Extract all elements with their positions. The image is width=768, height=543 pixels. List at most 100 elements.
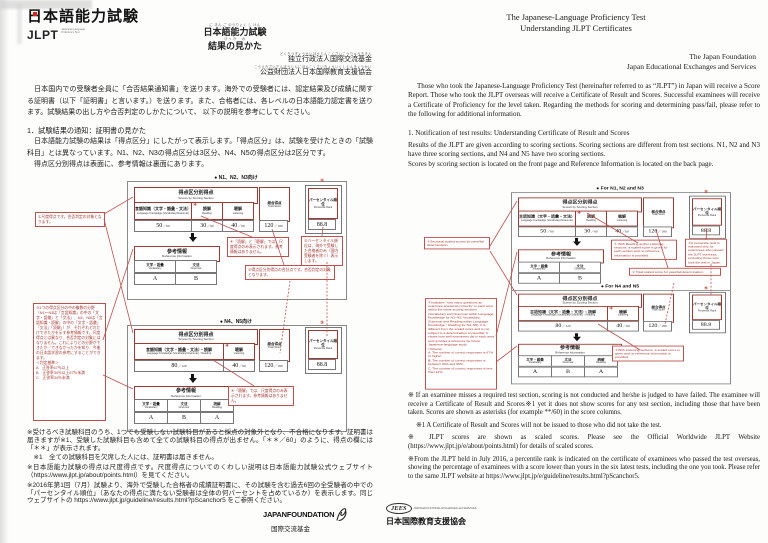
note: ※From the JLPT held in July 2016, a perc… xyxy=(408,455,760,480)
document-title-en: The Japanese-Language Proficiency Test U… xyxy=(384,12,768,34)
column-language-knowledge: 言語知識（文字・語彙・文法） Language Knowledge (Vocab… xyxy=(134,202,192,220)
score-cell: 40／60 xyxy=(607,320,639,332)
grade-cell: A xyxy=(134,273,176,285)
note: ※2016年第1回（7月）試験より、海外で受験した合格者の成績証明書に、その試験… xyxy=(27,481,373,505)
jlpt-logo-acronym: JLPT xyxy=(27,28,59,42)
score-column-headers: 言語知識（文字・語彙・文法）Language Knowledge (Vocabu… xyxy=(518,210,638,227)
grade-cell: B xyxy=(559,273,601,284)
grade-cell: A xyxy=(518,366,552,378)
percentile-header: パーセンタイル順位 Percentile Rank xyxy=(692,198,722,226)
org-name: 公益財団法人日本国際教育支援協会 xyxy=(260,69,372,76)
org-furigana: どくりつぎょうせいほうじんこくさいこうりゅうききん xyxy=(280,52,372,56)
score-cell: 30／60 xyxy=(191,220,223,232)
score-cell: 80／120 xyxy=(518,320,608,332)
callout-listening-only: ④「聴解」では、尺度得点のみ表示されます。参考情報はありません。 xyxy=(228,386,294,406)
down-arrow-icon xyxy=(572,333,581,342)
percentile-box: ⑤ パーセンタイル順位 Percentile Rank 88.8 xyxy=(305,179,342,234)
down-arrow-icon xyxy=(188,374,197,383)
jees-oval-icon: JEES xyxy=(386,503,412,514)
column-reading: ④ 読解 Reading xyxy=(191,202,223,220)
score-cell: 40／60 xyxy=(222,220,254,232)
japan-foundation-logo: JAPANFOUNDATION 国際交流基金 xyxy=(263,506,349,533)
note: ※1 全ての試験科目を欠席した人には、証明書は届きません。 xyxy=(27,454,218,462)
org-name: The Japan Foundation xyxy=(689,52,756,61)
reference-grades: A B A xyxy=(518,366,618,378)
jlpt-logo-wordmark: 日本語能力試験 xyxy=(27,8,140,25)
title-line-2: Understanding JLPT Certificates xyxy=(520,23,632,33)
callout-percentile: ⑤パーセンタイル順位は、海外で受験した合格者のみ（国内受験者を除く）表示します。 xyxy=(301,236,343,266)
marker-5: ⑤ xyxy=(320,178,325,184)
jlpt-logo-red-square-icon xyxy=(33,12,37,16)
note: ※受けるべき試験科目のうち、1つでも受験しない試験科目があると採点の対象外となり… xyxy=(27,429,373,452)
intro-paragraph-en: Those who took the Japanese-Language Pro… xyxy=(408,82,760,118)
column-language-knowledge-reading: 言語知識（文字・語彙・文法）・読解 Language Knowledge (Vo… xyxy=(134,343,224,360)
note: ※ JLPT scores are shown as scaled scores… xyxy=(408,434,760,450)
page-japanese: 日本語能力試験 JLPT Japanese-Language Proficien… xyxy=(0,5,384,533)
column-listening: 聴解 Listening xyxy=(222,202,254,220)
callout-total-score: ②得点区分別得点の合計点です。合否判定の対象となります。 xyxy=(245,265,335,280)
title-line-1: The Japanese-Language Proficiency Test xyxy=(506,12,646,22)
grade-cell: A xyxy=(200,412,234,424)
org-name: Japan Educational Exchanges and Services xyxy=(626,62,756,71)
callout-total-score: ② Total scaled score for pass/fail deter… xyxy=(629,267,721,277)
score-cell: 40／60 xyxy=(606,226,638,238)
callout-percentile: ⑤A percentile rank is indicated only for… xyxy=(685,238,727,267)
diagram-caption: ● N4、N5向け xyxy=(219,319,253,325)
jlpt-logo-tagline: Japanese-Language Proficiency Test xyxy=(61,28,85,34)
total-score-cell: 120／180 xyxy=(259,360,288,372)
score-cell: 40／60 xyxy=(223,360,255,372)
percentile-value: 88.8 xyxy=(692,225,720,236)
marker-5: ⑤ xyxy=(320,320,325,326)
marker-4: ④ xyxy=(577,210,582,216)
header-jp: 得点区分別得点 xyxy=(178,190,214,197)
japan-foundation-mark-icon xyxy=(336,508,347,522)
notes-block: ※受けるべき試験科目のうち、1つでも受験しない試験科目があると採点の対象外となり… xyxy=(27,429,373,507)
callout-reference-criteria: ③Indicates “how many questions an examin… xyxy=(425,298,497,390)
percentile-value: 88.8 xyxy=(308,219,336,230)
org-furigana: こうえきざいだんほうじんにほんこくさいきょういくしえんきょうかい xyxy=(254,65,372,69)
header-en: Scores by Scoring Section xyxy=(178,195,214,200)
score-cell: 50／60 xyxy=(518,226,576,238)
jlpt-logo: 日本語能力試験 JLPT Japanese-Language Proficien… xyxy=(27,5,139,42)
percentile-header: パーセンタイル順位 Percentile Rank xyxy=(308,330,338,359)
marker-5: ⑤ xyxy=(704,285,709,292)
score-values: 80／120 40／60 xyxy=(134,360,255,372)
reference-grades: A B xyxy=(134,273,217,285)
percentile-value: 88.8 xyxy=(308,359,336,370)
column-language-knowledge: 言語知識（文字・語彙・文法）Language Knowledge (Vocabu… xyxy=(518,210,576,227)
section1-heading: 1．試験結果の通知：証明書の見かた xyxy=(27,126,146,135)
jees-sub: 日本国際教育支援協会 xyxy=(386,517,466,526)
japan-foundation-name: JAPANFOUNDATION xyxy=(263,509,335,519)
diagram-caption: ● N1、N2、N3向け xyxy=(214,175,258,181)
score-report-diagram-n45: ● N4、N5向け ① 得点区分別得点 Scores by Scoring Se… xyxy=(0,303,384,438)
section1-body: 日本語能力試験の結果は「得点区分」にしたがって表示します。「得点区分」は、試験を… xyxy=(27,138,373,168)
total-score-cell: 120／180 xyxy=(643,226,672,238)
intro-paragraph: 日本国内での受験者全員に「合否結果通知書」を送ります。海外での受験者には、認定結… xyxy=(27,86,373,116)
org-name: 独立行政法人国際交流基金 xyxy=(288,56,372,63)
total-score-cell: 120／180 xyxy=(259,220,288,232)
section1-heading-en: 1. Notification of test results: Underst… xyxy=(408,129,630,137)
marker-5: ⑤ xyxy=(704,189,709,195)
title-line-2: 結果の見かた xyxy=(207,41,262,51)
score-values: 80／120 40／60 xyxy=(518,320,639,332)
percentile-box: ⑤ パーセンタイル順位 Percentile Rank 88.8 xyxy=(689,190,726,239)
marker-4: ④ xyxy=(193,202,198,208)
score-cell: 50／60 xyxy=(134,220,192,232)
diagram-caption: ● For N4 and N5 xyxy=(600,284,640,290)
down-arrow-icon xyxy=(572,237,581,246)
grade-cell: A xyxy=(518,273,560,284)
total-score-header: ② 総合得点 Total Score xyxy=(259,187,290,222)
page-english: The Japanese-Language Proficiency Test U… xyxy=(384,0,768,543)
